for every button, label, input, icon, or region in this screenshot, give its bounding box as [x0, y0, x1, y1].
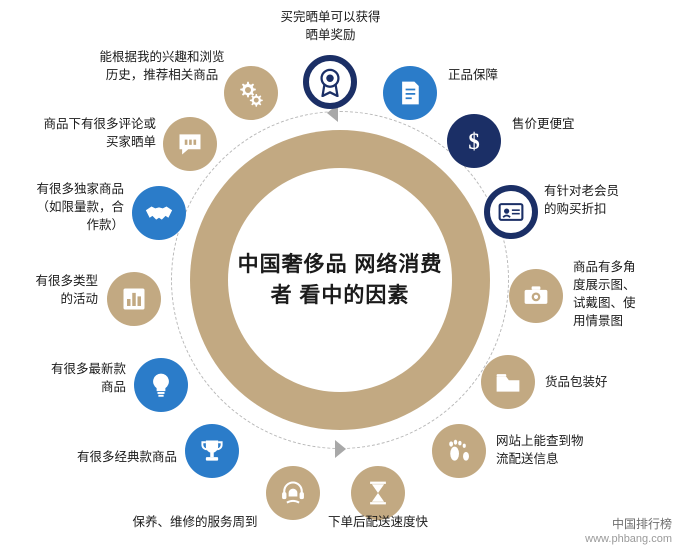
watermark: 中国排行榜 www.phbang.com — [585, 517, 672, 546]
node-member-discount — [484, 185, 538, 239]
label-reviews-and-photos: 商品下有很多评论或 买家晒单 — [43, 117, 156, 149]
node-exclusive-goods — [132, 186, 186, 240]
node-good-packaging — [481, 355, 535, 409]
svg-text:$: $ — [468, 129, 479, 154]
bulb-icon — [147, 371, 175, 399]
node-reviews-and-photos — [163, 117, 217, 171]
chart-icon — [120, 285, 148, 313]
center-title: 中国奢侈品 网络消费者 看中的因素 — [237, 253, 443, 307]
label-fast-delivery: 下单后配送速度快 — [327, 515, 428, 529]
label-personalized-recommend: 能根据我的兴趣和浏览 历史，推荐相关商品 — [99, 50, 225, 82]
card-icon — [497, 198, 525, 226]
node-track-logistics — [432, 424, 486, 478]
watermark-url: www.phbang.com — [585, 533, 672, 545]
label-share-reward: 买完晒单可以获得 晒单奖励 — [280, 10, 381, 42]
node-maintenance-service — [266, 466, 320, 520]
node-personalized-recommend — [224, 66, 278, 120]
label-multi-angle-photos: 商品有多角 度展示图、 试戴图、使 用情景图 — [573, 260, 636, 328]
node-classic-styles — [185, 424, 239, 478]
gears-icon — [236, 78, 266, 108]
label-newest-styles: 有很多最新款 商品 — [50, 362, 126, 394]
hourglass-icon — [364, 479, 392, 507]
node-newest-styles — [134, 358, 188, 412]
footprint-icon — [445, 437, 473, 465]
dollar-icon: $ — [460, 127, 488, 155]
certificate-icon — [396, 79, 424, 107]
handshake-icon — [144, 198, 174, 228]
label-track-logistics: 网站上能查到物 流配送信息 — [496, 434, 584, 466]
node-cheaper-price: $ — [447, 114, 501, 168]
ring-arrow-bottom-icon — [335, 440, 346, 458]
label-many-activities: 有很多类型 的活动 — [35, 274, 98, 306]
label-maintenance-service: 保养、维修的服务周到 — [132, 515, 258, 529]
headset-icon — [279, 479, 307, 507]
label-member-discount: 有针对老会员 的购买折扣 — [544, 184, 620, 216]
node-genuine-guarantee — [383, 66, 437, 120]
label-genuine-guarantee: 正品保障 — [448, 68, 499, 82]
label-classic-styles: 有很多经典款商品 — [76, 450, 177, 464]
trophy-icon — [198, 437, 226, 465]
ring-arrow-top-icon — [327, 104, 338, 122]
node-multi-angle-photos — [509, 269, 563, 323]
camera-icon — [522, 282, 550, 310]
node-fast-delivery — [351, 466, 405, 520]
watermark-site-name: 中国排行榜 — [611, 517, 672, 531]
label-exclusive-goods: 有很多独家商品 （如限量款，合 作款） — [36, 182, 124, 232]
node-many-activities — [107, 272, 161, 326]
label-cheaper-price: 售价更便宜 — [512, 117, 575, 131]
node-share-reward — [303, 55, 357, 109]
badge-icon — [315, 67, 345, 97]
label-good-packaging: 货品包装好 — [545, 375, 608, 389]
box-icon — [494, 368, 522, 396]
quote-icon — [176, 130, 204, 158]
center-ring-hole — [228, 168, 452, 392]
